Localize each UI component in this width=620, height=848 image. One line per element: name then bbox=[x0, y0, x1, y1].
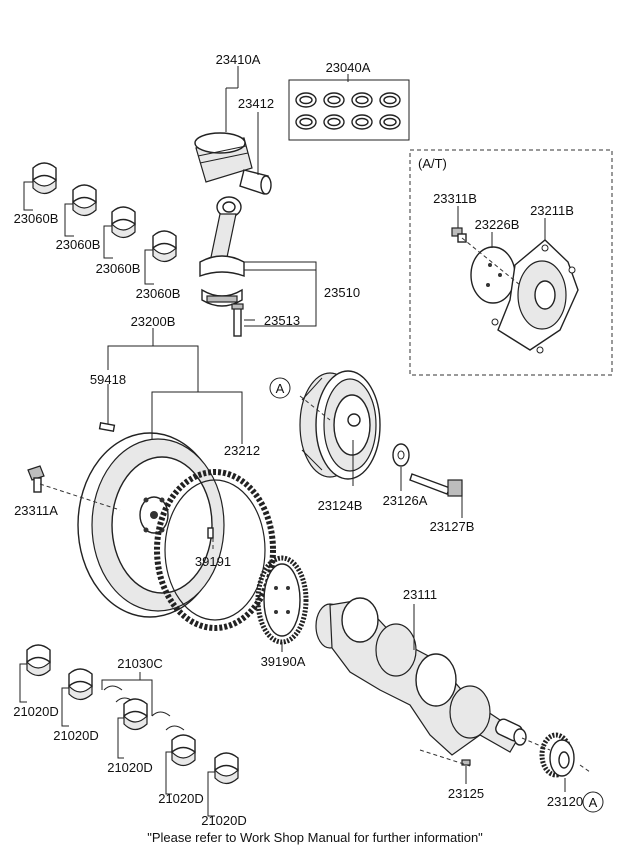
flywheel[interactable] bbox=[77, 432, 225, 618]
part-label-23311A[interactable]: 23311A bbox=[14, 503, 58, 518]
part-label-21020D-3[interactable]: 21020D bbox=[107, 760, 153, 775]
part-label-23311B[interactable]: 23311B bbox=[433, 191, 477, 206]
drive-plate[interactable] bbox=[491, 239, 579, 354]
conrod-bearing-2[interactable] bbox=[72, 184, 97, 217]
part-label-23124B[interactable]: 23124B bbox=[318, 498, 363, 513]
pin-39191[interactable] bbox=[207, 527, 214, 539]
connecting-rod[interactable] bbox=[199, 196, 245, 307]
pulley-bolt[interactable] bbox=[409, 473, 463, 497]
dowel-pin[interactable] bbox=[98, 422, 116, 432]
part-label-21030C[interactable]: 21030C bbox=[117, 656, 163, 671]
part-label-21020D-4[interactable]: 21020D bbox=[158, 791, 204, 806]
piston-ring-set[interactable] bbox=[288, 79, 410, 141]
timing-sprocket[interactable] bbox=[539, 732, 575, 778]
part-label-23060B-4[interactable]: 23060B bbox=[136, 286, 181, 301]
part-label-23513[interactable]: 23513 bbox=[264, 313, 300, 328]
part-label-23226B[interactable]: 23226B bbox=[475, 217, 520, 232]
part-label-23120[interactable]: 23120 bbox=[547, 794, 583, 809]
part-label-23127B[interactable]: 23127B bbox=[430, 519, 475, 534]
conrod-bearing-1[interactable] bbox=[32, 162, 57, 195]
piston[interactable] bbox=[194, 132, 253, 183]
flywheel-bolt[interactable] bbox=[27, 465, 45, 493]
main-bearing-2[interactable] bbox=[68, 668, 93, 701]
part-label-23412[interactable]: 23412 bbox=[238, 96, 274, 111]
part-label-23060B-1[interactable]: 23060B bbox=[14, 211, 59, 226]
part-label-59418[interactable]: 59418 bbox=[90, 372, 126, 387]
piston-pin[interactable] bbox=[239, 169, 272, 195]
reference-marker-a-top: A bbox=[269, 377, 291, 399]
main-bearing-5[interactable] bbox=[214, 752, 239, 785]
part-label-39190A[interactable]: 39190A bbox=[261, 654, 306, 669]
part-label-23510[interactable]: 23510 bbox=[324, 285, 360, 300]
part-label-23125[interactable]: 23125 bbox=[448, 786, 484, 801]
part-label-23040A[interactable]: 23040A bbox=[326, 60, 371, 75]
reference-marker-a-bottom: A bbox=[582, 791, 604, 813]
leader-lines bbox=[19, 66, 591, 817]
ring-gear[interactable] bbox=[154, 469, 276, 631]
part-label-23212[interactable]: 23212 bbox=[224, 443, 260, 458]
pulley-washer[interactable] bbox=[392, 443, 410, 467]
part-label-23060B-3[interactable]: 23060B bbox=[96, 261, 141, 276]
part-label-23126A[interactable]: 23126A bbox=[383, 493, 428, 508]
reference-marker-text: A bbox=[589, 795, 598, 810]
sensor-wheel[interactable] bbox=[255, 555, 309, 645]
part-label-21020D-2[interactable]: 21020D bbox=[53, 728, 99, 743]
crankshaft[interactable] bbox=[315, 597, 527, 756]
footer-note: "Please refer to Work Shop Manual for fu… bbox=[147, 830, 483, 845]
part-label-23111[interactable]: 23111 bbox=[403, 587, 437, 602]
at-option-box bbox=[409, 149, 613, 376]
part-label-23410A[interactable]: 23410A bbox=[216, 52, 261, 67]
conrod-bearing-3[interactable] bbox=[111, 206, 136, 239]
part-label-23200B[interactable]: 23200B bbox=[131, 314, 176, 329]
at-option-label: (A/T) bbox=[418, 156, 447, 171]
main-bearing-4[interactable] bbox=[171, 734, 196, 767]
part-label-21020D-1[interactable]: 21020D bbox=[13, 704, 59, 719]
part-label-23211B[interactable]: 23211B bbox=[530, 203, 574, 218]
main-bearing-1[interactable] bbox=[26, 644, 51, 677]
reference-marker-text: A bbox=[276, 381, 285, 396]
part-label-39191[interactable]: 39191 bbox=[195, 554, 231, 569]
woodruff-key[interactable] bbox=[461, 759, 471, 766]
crankshaft-pulley[interactable] bbox=[299, 370, 381, 480]
connecting-rod-bolt[interactable] bbox=[231, 303, 244, 337]
conrod-bearing-4[interactable] bbox=[152, 230, 177, 263]
main-bearing-3[interactable] bbox=[123, 698, 148, 731]
part-label-21020D-5[interactable]: 21020D bbox=[201, 813, 247, 828]
part-label-23060B-2[interactable]: 23060B bbox=[56, 237, 101, 252]
